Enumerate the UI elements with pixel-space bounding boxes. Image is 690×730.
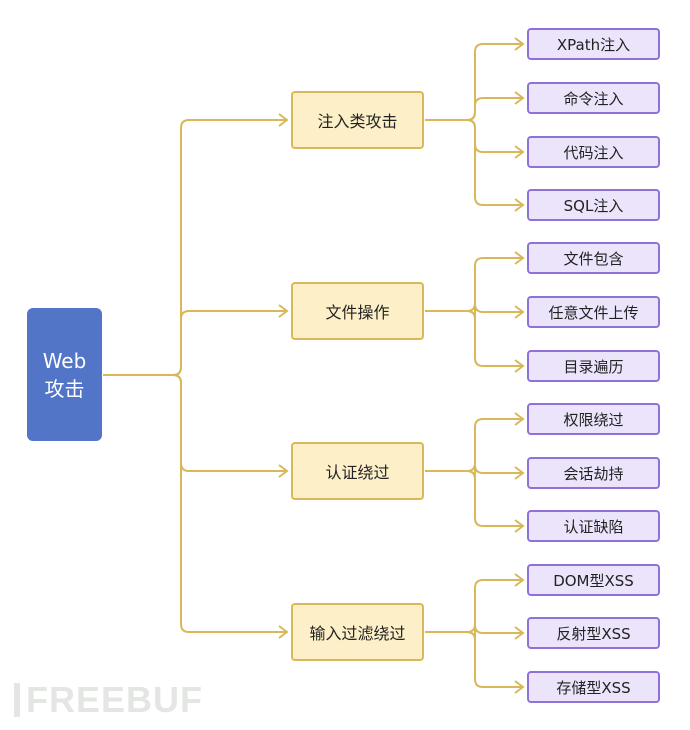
filter-connector-arrow-icon	[514, 626, 525, 640]
root-connector-line	[103, 310, 287, 376]
leaf-label: XPath注入	[556, 35, 631, 54]
injection-connector-arrow-icon	[514, 37, 525, 51]
leaf-sql-injection: SQL注入	[527, 189, 660, 221]
freebuf-watermark-logo: FREEBUF	[14, 679, 203, 720]
leaf-label: 命令注入	[563, 89, 624, 108]
root-connector-arrow-icon	[278, 625, 289, 639]
leaf-label: DOM型XSS	[553, 571, 634, 590]
filter-connector-line	[425, 631, 523, 688]
leaf-label: 反射型XSS	[556, 624, 631, 643]
leaf-file-inclusion: 文件包含	[527, 242, 660, 274]
leaf-dom-xss: DOM型XSS	[527, 564, 660, 596]
leaf-label: 存储型XSS	[556, 678, 631, 697]
auth-connector-arrow-icon	[514, 412, 525, 426]
leaf-label: 任意文件上传	[548, 303, 639, 322]
filter-connector-line	[425, 579, 523, 633]
injection-connector-arrow-icon	[514, 145, 525, 159]
root-label-line1: Web	[42, 348, 87, 373]
leaf-auth-defect: 认证缺陷	[527, 510, 660, 542]
file-connector-arrow-icon	[514, 359, 525, 373]
root-connector-arrow-icon	[278, 464, 289, 478]
category-label: 认证绕过	[325, 463, 390, 482]
root-connector-arrow-icon	[278, 304, 289, 318]
category-auth-bypass: 认证绕过	[291, 442, 424, 500]
leaf-command-injection: 命令注入	[527, 82, 660, 114]
injection-connector-arrow-icon	[514, 91, 525, 105]
root-label-line2: 攻击	[44, 376, 85, 401]
injection-connector-line	[425, 119, 523, 206]
watermark-text: FREEBUF	[26, 679, 203, 720]
category-label: 注入类攻击	[317, 112, 398, 131]
leaf-label: 文件包含	[563, 249, 624, 268]
filter-connector-arrow-icon	[514, 573, 525, 587]
leaf-arbitrary-file-upload: 任意文件上传	[527, 296, 660, 328]
leaf-label: 代码注入	[563, 143, 624, 162]
leaf-xpath-injection: XPath注入	[527, 28, 660, 60]
root-node-web-attack: Web 攻击	[27, 308, 102, 441]
auth-connector-arrow-icon	[514, 519, 525, 533]
leaf-label: 权限绕过	[563, 410, 624, 429]
root-connector-line	[103, 374, 287, 472]
watermark-bar-icon	[14, 683, 20, 717]
leaf-privilege-bypass: 权限绕过	[527, 403, 660, 435]
leaf-label: 认证缺陷	[563, 517, 624, 536]
file-connector-arrow-icon	[514, 305, 525, 319]
category-label: 输入过滤绕过	[309, 624, 406, 643]
file-connector-line	[425, 310, 523, 367]
root-connector-arrow-icon	[278, 113, 289, 127]
file-connector-line	[425, 257, 523, 312]
injection-connector-arrow-icon	[514, 198, 525, 212]
leaf-label: SQL注入	[563, 196, 624, 215]
category-label: 文件操作	[325, 303, 390, 322]
leaf-code-injection: 代码注入	[527, 136, 660, 168]
leaf-label: 目录遍历	[563, 357, 624, 376]
root-connector-line	[103, 119, 287, 376]
category-input-filter-bypass: 输入过滤绕过	[291, 603, 424, 661]
auth-connector-line	[425, 470, 523, 527]
leaf-label: 会话劫持	[563, 464, 624, 483]
auth-connector-arrow-icon	[514, 466, 525, 480]
filter-connector-arrow-icon	[514, 680, 525, 694]
leaf-directory-traversal: 目录遍历	[527, 350, 660, 382]
category-injection: 注入类攻击	[291, 91, 424, 149]
root-connector-line	[103, 374, 287, 633]
category-file-operation: 文件操作	[291, 282, 424, 340]
leaf-stored-xss: 存储型XSS	[527, 671, 660, 703]
leaf-session-hijacking: 会话劫持	[527, 457, 660, 489]
file-connector-arrow-icon	[514, 251, 525, 265]
leaf-reflected-xss: 反射型XSS	[527, 617, 660, 649]
auth-connector-line	[425, 418, 523, 472]
